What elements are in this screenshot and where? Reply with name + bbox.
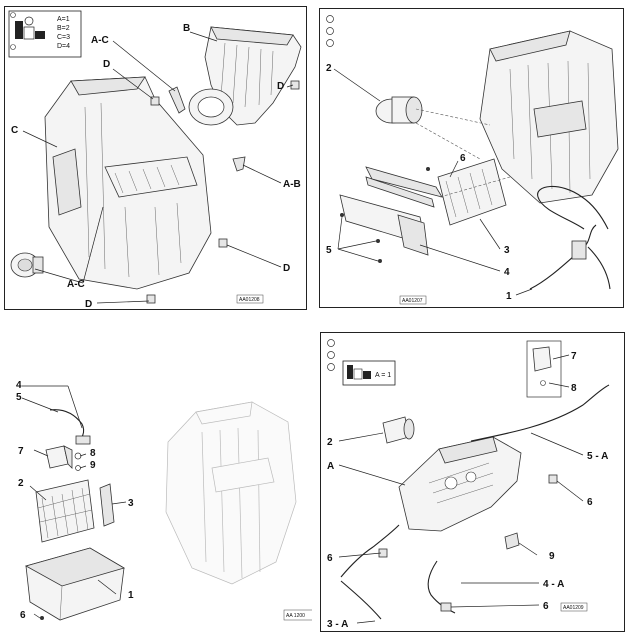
cable-5-a: [470, 384, 610, 442]
zoom-icons-b: [326, 15, 334, 47]
label-3-a: 3 - A: [327, 619, 348, 630]
label-8-c: 8: [90, 448, 96, 459]
cabin-filter-2: [35, 479, 95, 543]
evaporator-3: [437, 158, 507, 226]
panel-b-drawing: 2 6 5 3 4 1 AA01207: [326, 15, 619, 305]
legend-line-4: D=4: [57, 43, 70, 50]
label-6-d-3: 6: [543, 601, 549, 612]
label-d-4: D: [85, 299, 92, 310]
diagram-panel-b: 2 6 5 3 4 1 AA01207: [319, 8, 624, 308]
label-4-a: 4 - A: [543, 579, 564, 590]
label-6-d-2: 6: [327, 553, 333, 564]
sensor-wire-4: [49, 409, 91, 445]
sensor-cable-1: [529, 185, 611, 290]
panel-d-drawing: A = 1: [327, 339, 610, 630]
screws-5: [340, 167, 430, 263]
diagram-panel-d: A = 1: [320, 332, 625, 632]
label-7-c: 7: [18, 446, 24, 457]
legend-box-d: [342, 360, 396, 386]
label-3: 3: [504, 245, 510, 256]
zoom-icons-d: [327, 339, 335, 371]
air-duct-part-b: [188, 26, 302, 126]
label-6: 6: [460, 153, 466, 164]
label-d-3: D: [283, 263, 290, 274]
reference-code-c: AA 1200: [286, 613, 305, 619]
label-a-b: A-B: [283, 179, 301, 190]
label-5-c: 5: [16, 392, 22, 403]
filter-housing-1: [24, 547, 126, 621]
blower-motor-2: [375, 96, 491, 126]
legend-line-3: C=3: [57, 34, 70, 41]
legend-line-1: A=1: [57, 16, 70, 23]
cable-3-a: [340, 524, 400, 578]
screw-6: [40, 616, 44, 620]
panel-a-drawing: A=1 B=2 C=3 D=4: [8, 10, 302, 310]
part-9: [504, 532, 520, 550]
hvac-housing-b: [479, 30, 619, 204]
label-a-c-top: A-C: [91, 35, 109, 46]
actuator-motor-2: [382, 416, 415, 444]
hvac-housing-ghost: [165, 401, 297, 585]
hvac-housing: [44, 76, 212, 290]
leader-lines-c: [21, 385, 127, 619]
leader-lines-b: [333, 68, 533, 296]
label-5: 5: [326, 245, 332, 256]
diagram-panel-a: A=1 B=2 C=3 D=4: [4, 6, 307, 310]
leader-lines-a: [22, 31, 294, 304]
label-d-2: D: [277, 81, 284, 92]
label-4: 4: [504, 267, 510, 278]
leader-lines-d: [338, 354, 584, 624]
label-1-c: 1: [128, 590, 134, 601]
hvac-housing-a: [398, 436, 522, 532]
label-9-d: 9: [549, 551, 555, 562]
label-1: 1: [506, 291, 512, 302]
label-8-d: 8: [571, 383, 577, 394]
label-3-c: 3: [128, 498, 134, 509]
pipe-bracket: [365, 166, 443, 208]
label-6-d-1: 6: [587, 497, 593, 508]
label-2: 2: [326, 63, 332, 74]
label-6-c: 6: [20, 610, 26, 621]
cable-3-a-b: [340, 580, 382, 620]
panel-c-drawing: 4 5 7 8 9 2 3 1 6 AA 1200: [16, 380, 312, 621]
heater-core-4: [339, 194, 429, 256]
label-c: C: [11, 125, 18, 136]
inset-box-7-8: [526, 340, 562, 398]
label-4-c: 4: [16, 380, 22, 391]
label-9-c: 9: [90, 460, 96, 471]
label-d-1: D: [103, 59, 110, 70]
label-b: B: [183, 23, 190, 34]
small-parts-a: [146, 80, 300, 304]
label-7-d: 7: [571, 351, 577, 362]
reference-code-a: AA01208: [239, 297, 260, 303]
actuator-motor-a-c: [10, 252, 44, 278]
bracket-3: [99, 483, 115, 527]
legend-text-d: A = 1: [375, 372, 391, 379]
label-2-d: 2: [327, 437, 333, 448]
resistor-7: [45, 445, 73, 469]
reference-code-b: AA01207: [402, 298, 423, 304]
reference-code-d: AA01209: [563, 605, 584, 611]
legend-box-a: [8, 10, 82, 58]
diagram-panel-c: 4 5 7 8 9 2 3 1 6 AA 1200: [6, 372, 312, 634]
clips-6: [378, 474, 558, 612]
label-5-a: 5 - A: [587, 451, 608, 462]
label-a-d: A: [327, 461, 334, 472]
label-2-c: 2: [18, 478, 24, 489]
label-a-c-bottom: A-C: [67, 279, 85, 290]
legend-line-2: B=2: [57, 25, 70, 32]
